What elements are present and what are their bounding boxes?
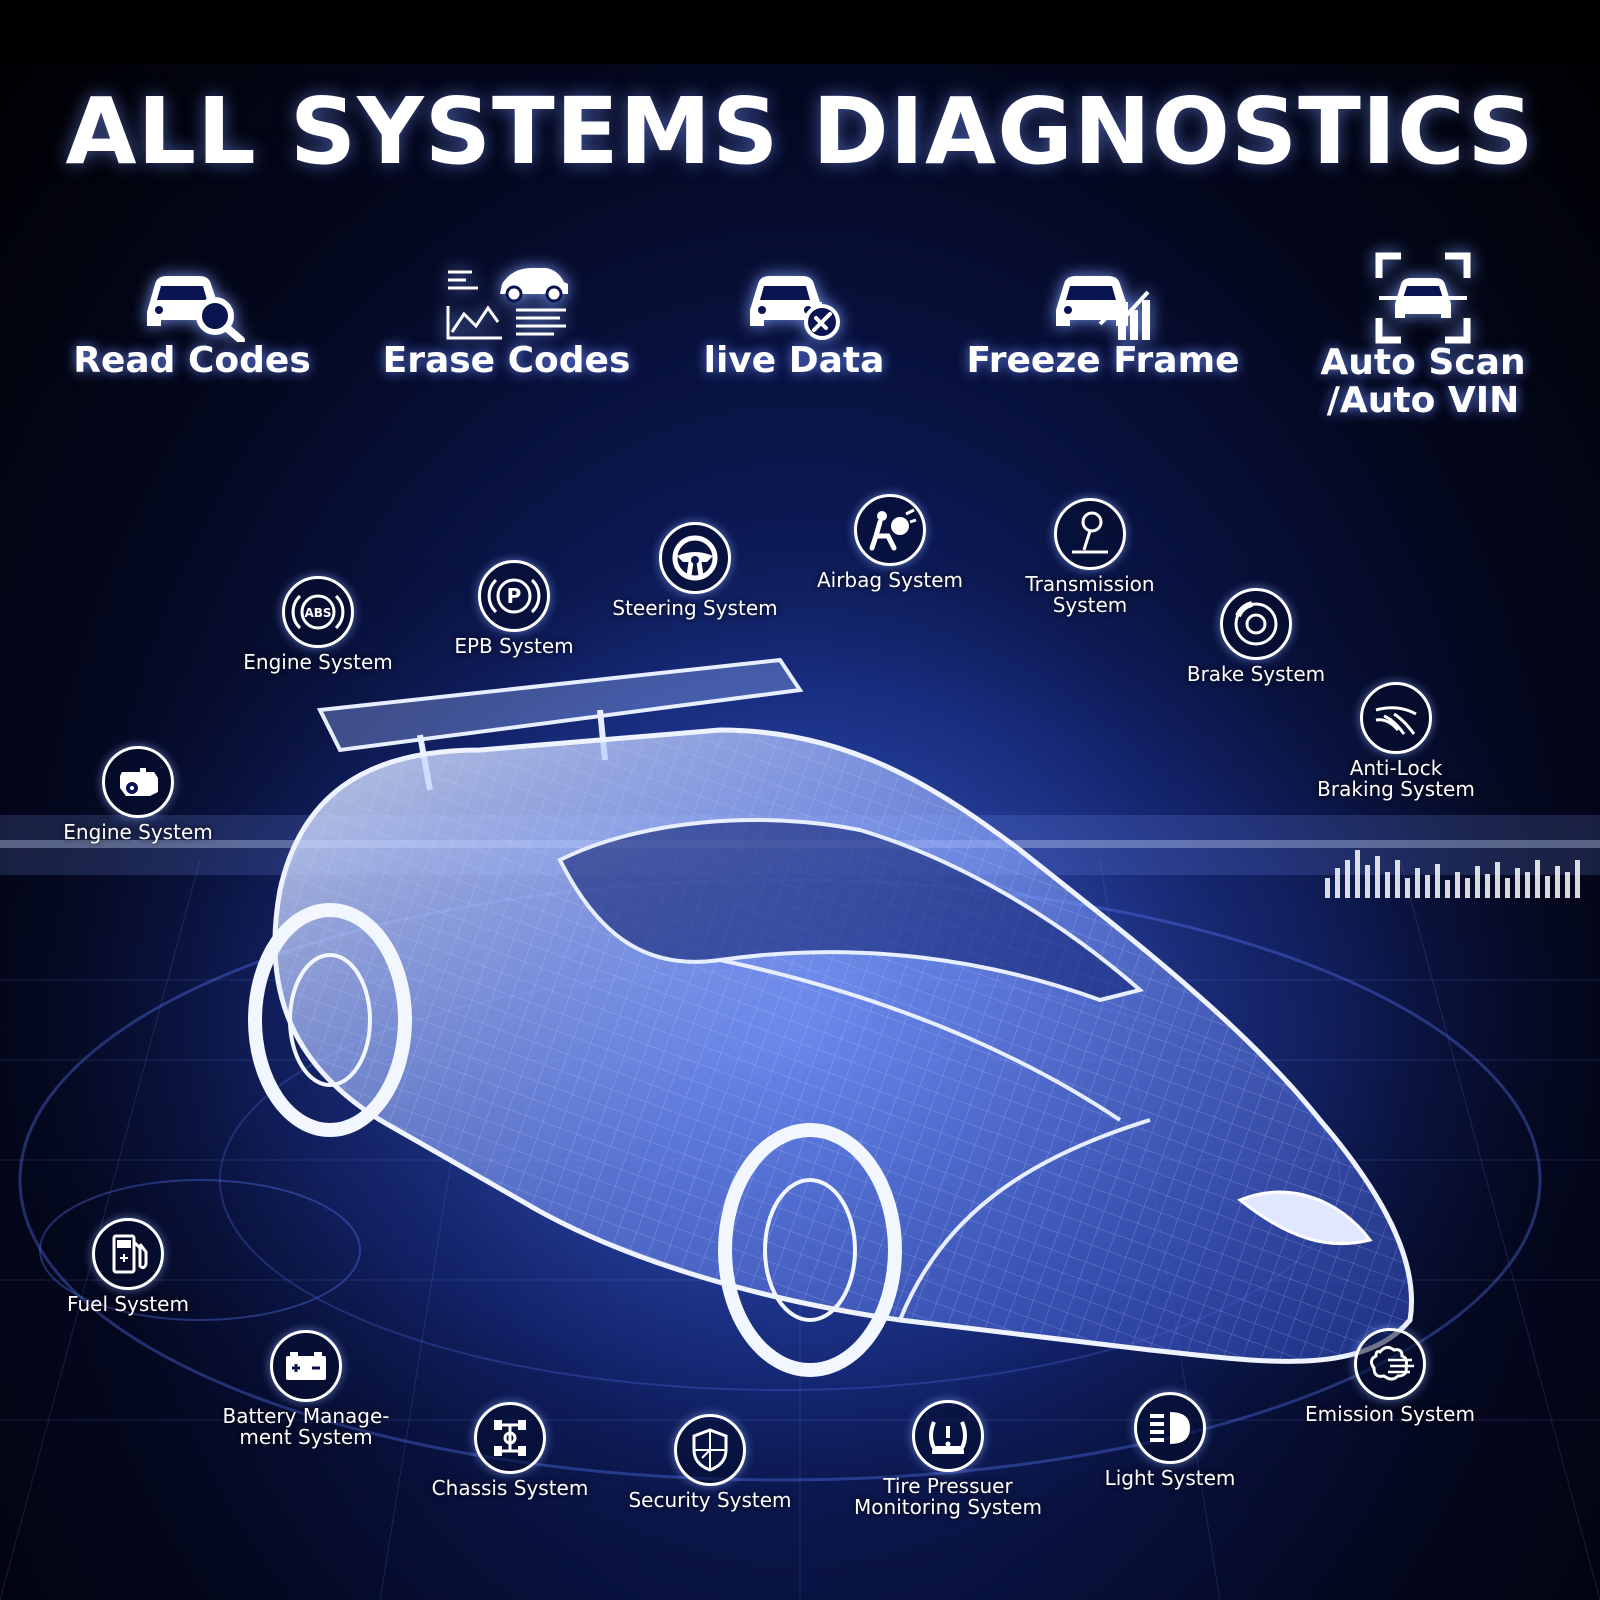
feature-label: Erase Codes [382, 340, 631, 381]
transmission-ring [1054, 498, 1126, 570]
battery-icon [286, 1352, 326, 1380]
system-label: Tire Pressuer Monitoring System [854, 1474, 1042, 1519]
chassis-icon [494, 1420, 526, 1456]
parking-brake-icon: P [487, 578, 541, 614]
steering-ring [659, 522, 731, 594]
system-label: Engine System [63, 820, 213, 844]
system-light[interactable]: Light System [1060, 1392, 1280, 1489]
system-steering[interactable]: Steering System [585, 522, 805, 619]
system-label: Anti-Lock Braking System [1317, 756, 1475, 801]
system-security[interactable]: Security System [600, 1414, 820, 1511]
tire-pressure-icon [929, 1421, 967, 1454]
car-illustration [0, 560, 1600, 1600]
system-label: Security System [628, 1488, 792, 1512]
system-label: Transmission System [1025, 572, 1155, 617]
brake-ring [1220, 588, 1292, 660]
light-ring [1134, 1392, 1206, 1464]
system-transmission[interactable]: Transmission System [980, 498, 1200, 616]
system-epb[interactable]: P EPB System [404, 560, 624, 657]
system-label: Steering System [612, 596, 778, 620]
car-chart-icon [446, 268, 568, 340]
car-gear-icon [750, 276, 840, 340]
feature-erase-codes[interactable]: Erase Codes [374, 262, 639, 380]
car-body [248, 657, 1414, 1377]
system-battery[interactable]: Battery Manage- ment System [196, 1330, 416, 1448]
system-fuel[interactable]: Fuel System [18, 1218, 238, 1315]
system-label: Light System [1104, 1466, 1236, 1490]
system-label: Battery Manage- ment System [222, 1404, 390, 1449]
system-label: Brake System [1186, 662, 1326, 686]
fuel-ring [92, 1218, 164, 1290]
top-band [0, 0, 1600, 64]
system-abs[interactable]: ABS Engine System [208, 576, 428, 673]
feature-auto-scan[interactable]: Auto Scan /Auto VIN [1288, 252, 1558, 420]
epb-glyph: P [507, 584, 522, 608]
epb-ring: P [478, 560, 550, 632]
engine-ring [102, 746, 174, 818]
system-label: Airbag System [816, 568, 964, 592]
feature-read-codes[interactable]: Read Codes [62, 262, 322, 380]
engine-icon [120, 768, 158, 796]
car-scan-frame-icon [1375, 252, 1471, 344]
system-label: Engine System [243, 650, 393, 674]
feature-freeze-frame[interactable]: Freeze Frame [958, 262, 1248, 380]
fuel-pump-icon [112, 1234, 148, 1274]
system-chassis[interactable]: Chassis System [400, 1402, 620, 1499]
steering-wheel-icon [672, 535, 718, 581]
system-brake[interactable]: Brake System [1146, 588, 1366, 685]
tire-pressure-ring [912, 1400, 984, 1472]
feature-live-data[interactable]: live Data [674, 262, 914, 380]
chassis-ring [474, 1402, 546, 1474]
brake-disc-icon [1234, 601, 1278, 646]
feature-label: live Data [703, 340, 885, 381]
anti-lock-ring [1360, 682, 1432, 754]
battery-ring [270, 1330, 342, 1402]
abs-ring: ABS [282, 576, 354, 648]
system-label: EPB System [454, 634, 574, 658]
feature-label: Read Codes [73, 340, 311, 381]
car-bar-chart-icon [1056, 276, 1150, 340]
system-airbag[interactable]: Airbag System [780, 494, 1000, 591]
abs-glyph: ABS [304, 606, 331, 620]
emission-icon [1369, 1345, 1414, 1381]
system-label: Chassis System [431, 1476, 589, 1500]
car-magnifier-icon [147, 276, 245, 342]
gear-lever-icon [1072, 511, 1108, 554]
feature-label: Auto Scan /Auto VIN [1320, 342, 1526, 421]
page-title: ALL SYSTEMS DIAGNOSTICS [65, 78, 1535, 185]
feature-label: Freeze Frame [966, 340, 1240, 381]
security-ring [674, 1414, 746, 1486]
headlight-icon [1150, 1412, 1190, 1444]
skid-icon [1375, 706, 1417, 735]
emission-ring [1354, 1328, 1426, 1400]
system-label: Fuel System [67, 1292, 189, 1316]
airbag-icon [869, 508, 917, 551]
shield-icon [692, 1428, 728, 1472]
system-anti-lock-braking[interactable]: Anti-Lock Braking System [1286, 682, 1506, 800]
system-emission[interactable]: Emission System [1280, 1328, 1500, 1425]
system-engine[interactable]: Engine System [28, 746, 248, 843]
abs-icon: ABS [291, 594, 345, 630]
system-tire-pressure[interactable]: Tire Pressuer Monitoring System [838, 1400, 1058, 1518]
system-label: Emission System [1305, 1402, 1475, 1426]
airbag-ring [854, 494, 926, 566]
